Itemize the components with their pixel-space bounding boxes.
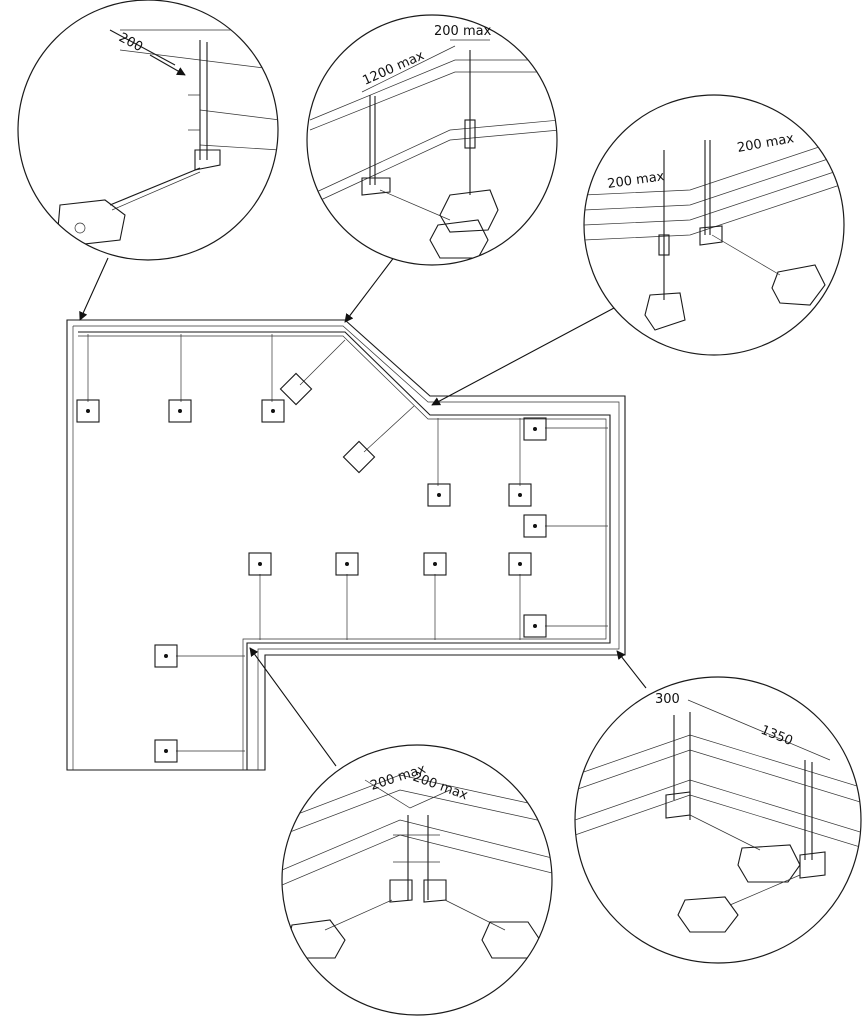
support-unit <box>427 418 451 507</box>
guardrail-rail <box>78 331 611 770</box>
support-unit <box>508 552 532 640</box>
detail-circle-bottom-right: 300 1350 <box>574 676 862 964</box>
roof-inner-edge <box>73 325 620 770</box>
support-unit <box>423 552 447 640</box>
support-unit <box>523 417 608 441</box>
support-unit <box>248 552 272 640</box>
support-unit <box>523 614 608 638</box>
support-unit <box>508 418 532 507</box>
roof-plan <box>66 319 626 771</box>
support-unit <box>335 552 359 640</box>
detail-circle-top-left: 200 <box>17 0 279 261</box>
dimension-label: 300 <box>655 692 680 707</box>
support-unit <box>154 644 245 668</box>
roof-outline <box>66 319 626 771</box>
leader-arrows <box>79 251 647 767</box>
support-unit <box>523 514 608 538</box>
support-unit <box>168 334 192 423</box>
dimension-label: 200 max <box>434 24 492 39</box>
support-unit <box>76 334 100 423</box>
support-unit <box>342 405 415 474</box>
detail-circle-bottom-center: 200 max 200 max <box>281 744 553 1016</box>
support-unit <box>279 339 346 406</box>
guardrail-supports <box>76 334 608 763</box>
detail-circle-top-right: 200 max 200 max <box>583 94 845 356</box>
detail-circle-top-center: 200 max 1200 max <box>306 14 558 266</box>
support-unit <box>261 334 285 423</box>
support-unit <box>154 739 245 763</box>
